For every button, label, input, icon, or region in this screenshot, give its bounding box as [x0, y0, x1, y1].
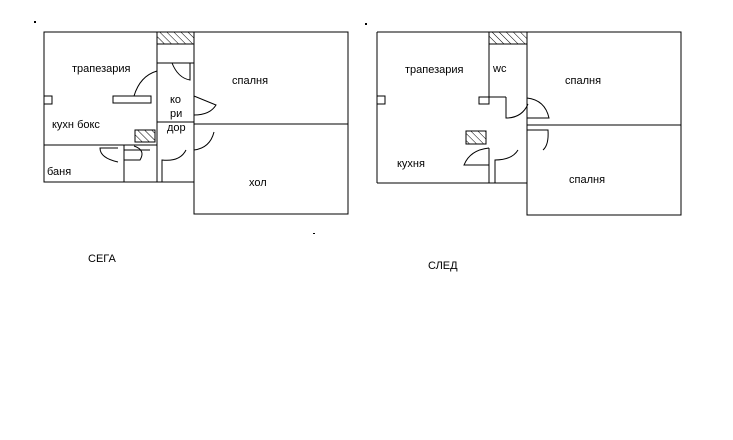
- room-label-living: хол: [249, 177, 267, 189]
- chimney-hatch: [134, 129, 156, 143]
- plan-caption-before: СЕГА: [88, 253, 117, 265]
- counter: [112, 95, 152, 104]
- door-swing: [161, 149, 187, 182]
- room-label-bedroom: спалня: [232, 75, 268, 87]
- door-swing: [99, 147, 119, 163]
- room-label-kitchen-box: кухн бокс: [52, 119, 100, 131]
- door-swing: [505, 97, 529, 119]
- stray-mark: [313, 233, 315, 234]
- wall-right-block: [526, 31, 682, 216]
- room-label-wc: wc: [492, 63, 507, 75]
- door-swing: [463, 147, 490, 166]
- wall-right-block: [193, 31, 349, 215]
- door-swing: [526, 97, 550, 119]
- chimney-hatch: [465, 130, 487, 145]
- stray-mark: [34, 21, 36, 23]
- room-label-bedroom: спалня: [565, 75, 601, 87]
- door-swing: [193, 130, 215, 151]
- door-swing: [171, 62, 191, 81]
- room-label-dining: трапезария: [72, 63, 131, 75]
- wall-stub: [478, 96, 490, 105]
- door-swing: [527, 129, 549, 151]
- room-label-bedroom: спалня: [569, 174, 605, 186]
- room-label-corridor: ко: [170, 94, 181, 106]
- door-swing: [193, 95, 217, 116]
- plan-caption-after: СЛЕД: [428, 260, 458, 272]
- plan-after: трапезария wc спалня кухня спалня СЛЕД: [376, 31, 682, 272]
- room-label-corridor: ри: [170, 108, 182, 120]
- door-swing: [133, 70, 158, 97]
- room-label-bathroom: баня: [47, 166, 71, 178]
- room-label-corridor: дор: [167, 122, 186, 134]
- window-mark: [376, 95, 386, 105]
- door-swing: [124, 145, 143, 161]
- chimney-hatch: [488, 31, 528, 45]
- room-label-dining: трапезария: [405, 64, 464, 76]
- room-label-kitchen: кухня: [397, 158, 425, 170]
- stray-mark: [365, 23, 367, 25]
- chimney-hatch: [156, 31, 195, 45]
- window-mark: [43, 95, 53, 105]
- plan-before: трапезария спалня кухн бокс баня ко ри д…: [43, 31, 349, 265]
- door-swing: [494, 149, 519, 183]
